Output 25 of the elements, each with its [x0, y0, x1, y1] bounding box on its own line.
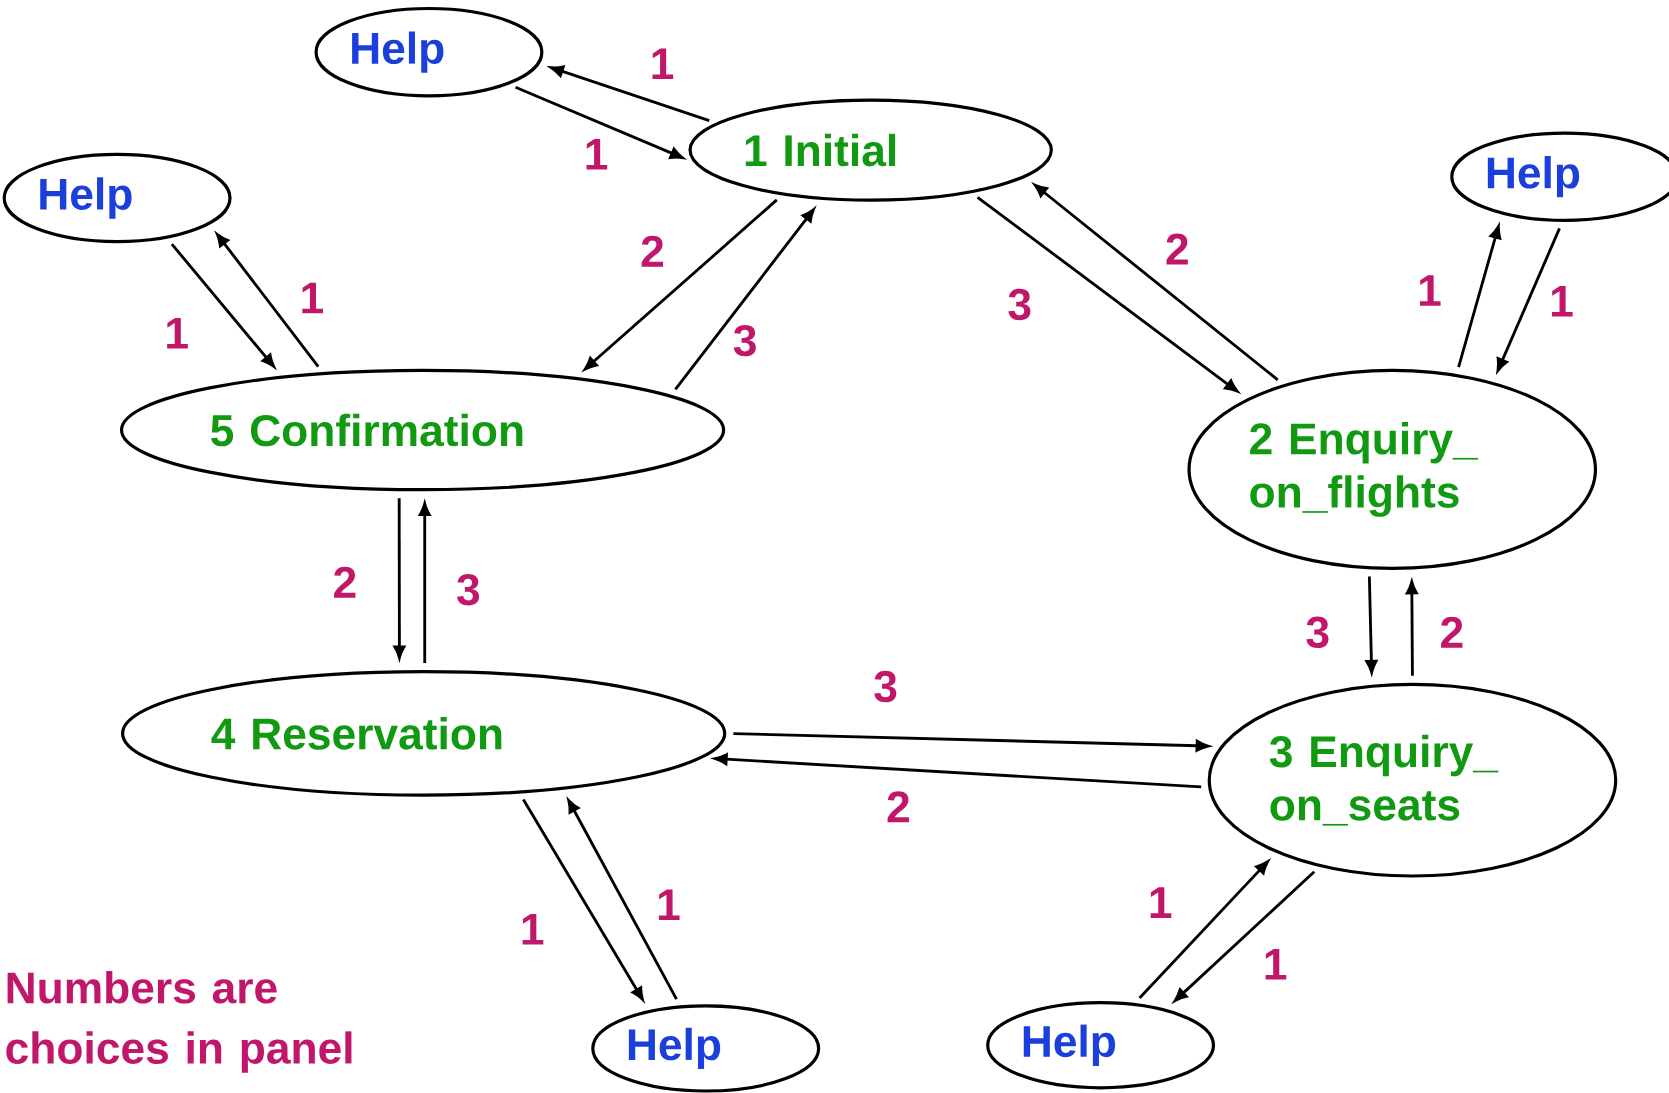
edge-label: 3: [1008, 288, 1031, 321]
edge-label: 2: [641, 235, 664, 267]
note: Numbers are choices in panel: [6, 970, 352, 1073]
edge-label: 2: [334, 566, 356, 598]
edge-label: 2: [887, 791, 909, 823]
edge-label: 1: [1150, 887, 1172, 918]
arrow: [1173, 870, 1316, 1002]
edge-label: 1: [522, 913, 544, 945]
edge-label: 1: [1419, 275, 1441, 306]
arrow: [976, 196, 1239, 393]
arrow: [1405, 580, 1418, 676]
edge-label: 2: [1441, 616, 1463, 648]
edge-label: 1: [1265, 949, 1287, 980]
arrow: [216, 233, 320, 368]
arrow: [1033, 183, 1279, 381]
arrow: [1138, 860, 1269, 999]
edge-label: 1: [302, 282, 323, 314]
edge-label: 2: [1166, 233, 1188, 265]
arrow: [170, 243, 275, 368]
edge-label: 3: [874, 670, 897, 703]
edge-label: 3: [1306, 616, 1329, 648]
arrow: [1496, 227, 1561, 372]
edge-label: 1: [1551, 285, 1573, 317]
edge-label: 1: [167, 317, 188, 349]
edge-label: 3: [457, 573, 480, 606]
